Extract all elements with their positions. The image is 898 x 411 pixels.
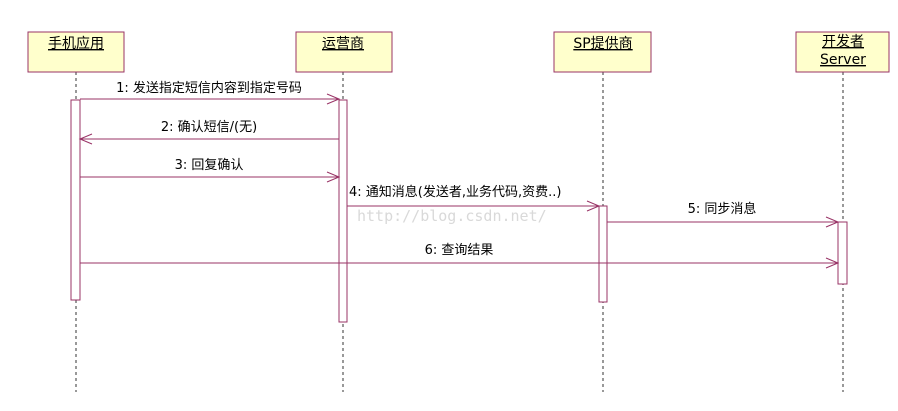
actor-sp: SP提供商 <box>553 31 652 73</box>
arrowhead-right-icon <box>825 216 840 228</box>
message-3: 3: 回复确认 <box>80 158 341 183</box>
message-4-label: 4: 通知消息(发送者,业务代码,资费..) <box>349 184 561 200</box>
actor-sp-label: SP提供商 <box>573 36 632 52</box>
actor-operator-label: 运营商 <box>322 36 364 52</box>
message-6: 6: 查询结果 <box>80 243 840 269</box>
message-1: 1: 发送指定短信内容到指定号码 <box>80 80 341 105</box>
message-6-label: 6: 查询结果 <box>425 243 494 258</box>
activation-sp <box>598 205 608 303</box>
arrowhead-right-icon <box>825 257 840 269</box>
actor-mobile: 手机应用 <box>27 31 125 73</box>
arrowhead-right-icon <box>326 93 341 105</box>
arrowhead-right-icon <box>586 200 601 212</box>
message-1-label: 1: 发送指定短信内容到指定号码 <box>116 80 302 96</box>
actor-developer-label-2: Server <box>820 52 866 68</box>
arrowhead-left-icon <box>78 133 93 145</box>
activation-operator <box>338 99 348 323</box>
message-3-label: 3: 回复确认 <box>175 158 244 173</box>
activation-developer <box>837 221 848 285</box>
message-2-label: 2: 确认短信/(无) <box>161 120 257 135</box>
actor-developer-label: 开发者 <box>822 34 864 50</box>
actor-developer: 开发者 Server <box>795 31 890 73</box>
actor-mobile-label: 手机应用 <box>48 35 104 52</box>
watermark: http://blog.csdn.net/ <box>357 207 547 225</box>
message-5: 5: 同步消息 <box>607 201 840 228</box>
arrowhead-right-icon <box>326 171 341 183</box>
message-2: 2: 确认短信/(无) <box>78 120 339 145</box>
message-4: 4: 通知消息(发送者,业务代码,资费..) <box>347 184 601 212</box>
actor-operator: 运营商 <box>295 31 393 73</box>
message-5-label: 5: 同步消息 <box>688 201 757 217</box>
activation-mobile <box>70 99 81 301</box>
